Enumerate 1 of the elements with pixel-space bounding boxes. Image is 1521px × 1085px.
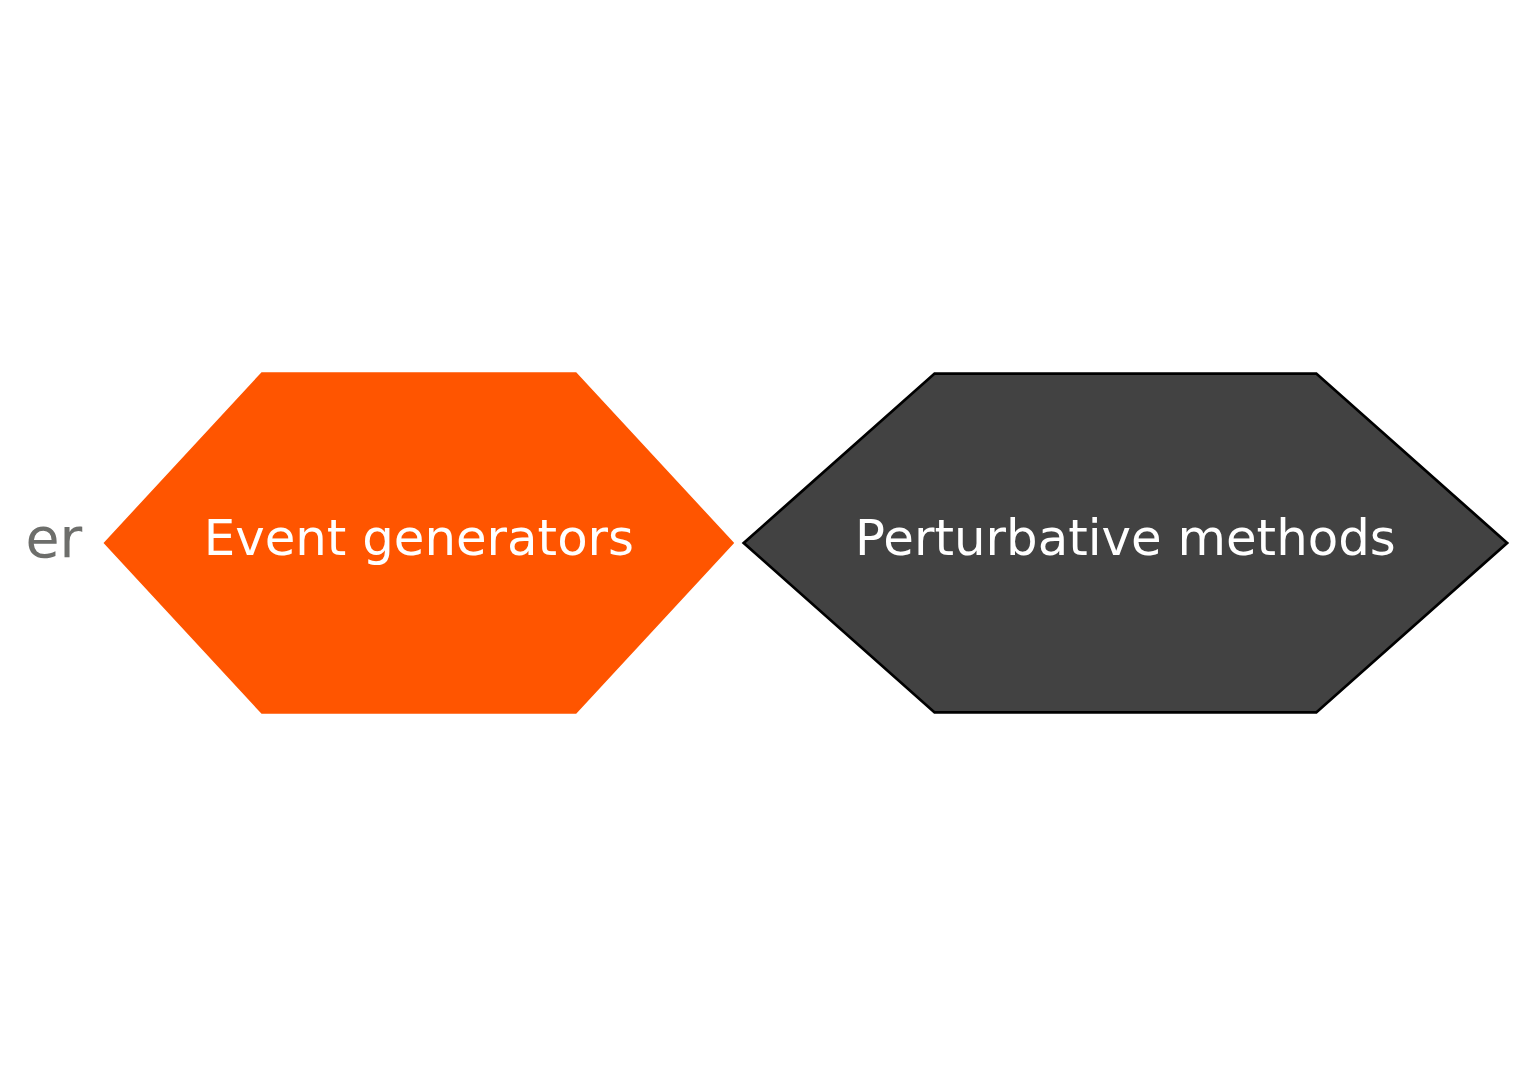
label: er <box>25 505 83 570</box>
